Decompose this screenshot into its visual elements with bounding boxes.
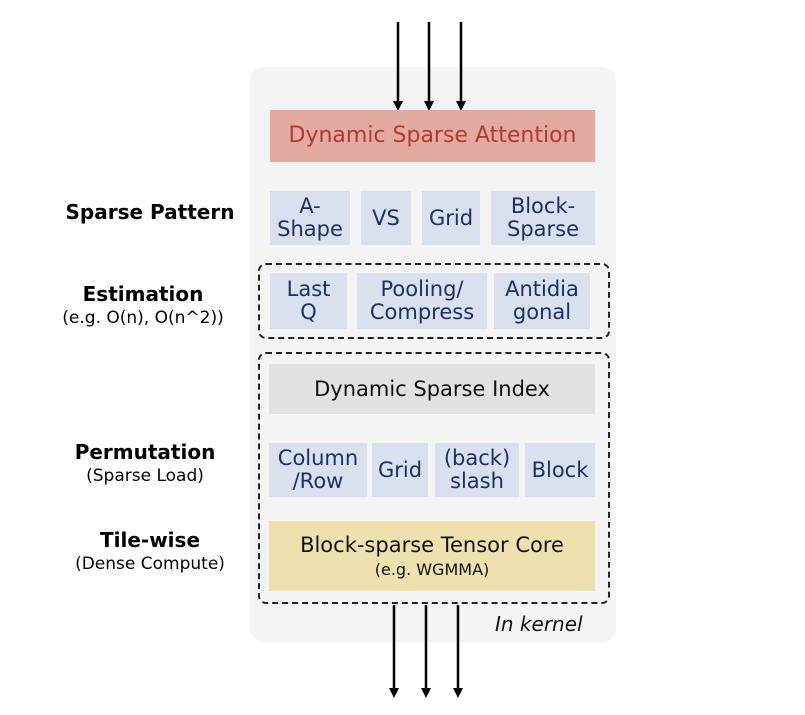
pattern-a-shape: A- Shape <box>270 191 350 245</box>
tile-wise-label: Tile-wise (Dense Compute) <box>45 528 255 574</box>
pattern-grid: Grid <box>422 191 480 245</box>
estimation-subtitle: (e.g. O(n), O(n^2)) <box>62 308 224 328</box>
estimation-title: Estimation <box>82 282 204 306</box>
sparse-pattern-label: Sparse Pattern <box>40 200 260 224</box>
sparse-pattern-title: Sparse Pattern <box>65 200 235 224</box>
permutation-subtitle: (Sparse Load) <box>86 466 204 486</box>
permutation-grid: Grid <box>372 443 428 497</box>
estimation-antidiagonal: Antidia gonal <box>494 273 590 329</box>
tensor-core-title: Block-sparse Tensor Core <box>300 533 564 558</box>
permutation-column-row: Column /Row <box>269 443 367 497</box>
block-sparse-tensor-core: Block-sparse Tensor Core (e.g. WGMMA) <box>269 521 595 591</box>
dynamic-sparse-index-block: Dynamic Sparse Index <box>269 364 595 414</box>
tensor-core-subtitle: (e.g. WGMMA) <box>374 559 490 579</box>
permutation-backslash: (back) slash <box>435 443 519 497</box>
tile-wise-title: Tile-wise <box>99 528 201 552</box>
pattern-block-sparse: Block- Sparse <box>491 191 595 245</box>
tile-wise-subtitle: (Dense Compute) <box>75 554 225 574</box>
estimation-region <box>258 263 610 339</box>
permutation-label: Permutation (Sparse Load) <box>40 440 250 486</box>
dynamic-sparse-attention-block: Dynamic Sparse Attention <box>270 110 595 162</box>
permutation-title: Permutation <box>74 440 216 464</box>
estimation-label: Estimation (e.g. O(n), O(n^2)) <box>30 282 256 328</box>
estimation-pooling-compress: Pooling/ Compress <box>357 273 487 329</box>
kernel-region <box>258 352 610 604</box>
estimation-last-q: Last Q <box>270 273 347 329</box>
in-kernel-label: In kernel <box>495 612 583 636</box>
pattern-vs: VS <box>361 191 411 245</box>
permutation-block: Block <box>525 443 595 497</box>
